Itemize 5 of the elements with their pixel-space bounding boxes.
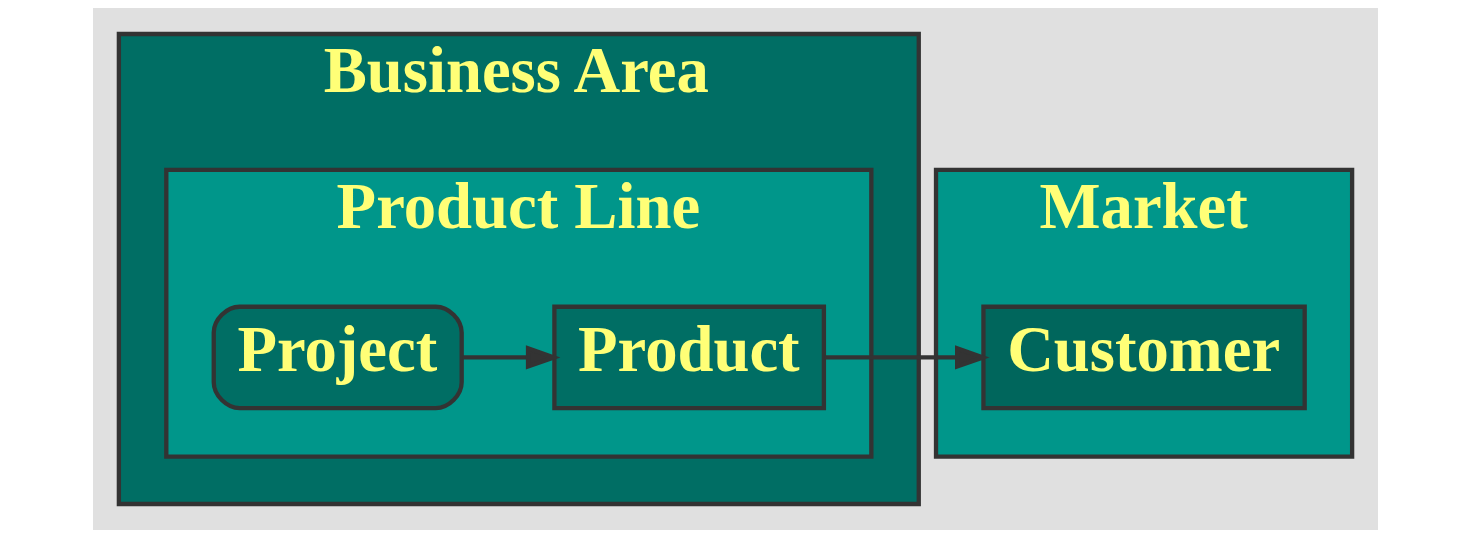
arrow	[823, 345, 990, 370]
arrow	[461, 345, 560, 370]
node-box: Project	[211, 304, 464, 411]
node-box: Customer	[980, 304, 1307, 411]
node-box: Product	[551, 304, 826, 411]
